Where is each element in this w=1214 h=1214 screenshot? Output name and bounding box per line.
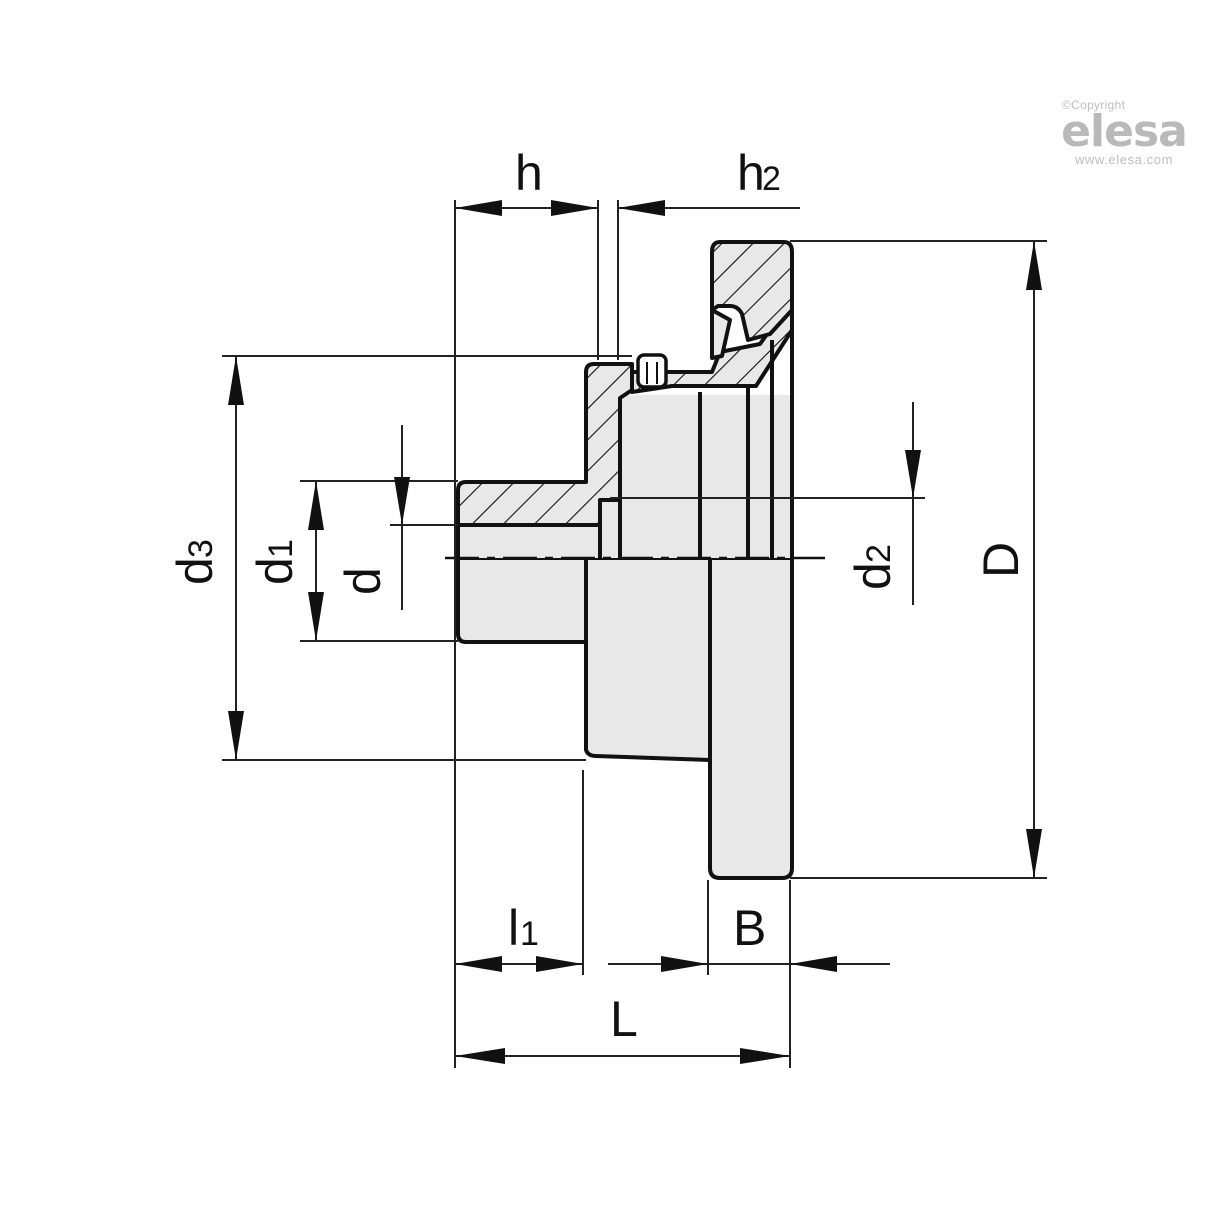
set-screw <box>636 353 668 389</box>
label-D: D <box>973 542 1029 578</box>
svg-text:d: d <box>247 557 303 585</box>
arrowheads <box>228 200 1042 1064</box>
svg-text:l: l <box>508 900 519 956</box>
svg-text:h: h <box>737 145 765 201</box>
dimension-labels: h h 2 d 3 d 1 d d 2 D l 1 B L <box>167 145 1029 1047</box>
flange-rim-section <box>710 240 794 342</box>
part-body <box>456 240 794 880</box>
label-d2: d 2 <box>845 544 901 590</box>
copyright-text: ©Copyright <box>1062 98 1126 112</box>
svg-text:d: d <box>845 562 901 590</box>
svg-text:2: 2 <box>762 160 781 198</box>
label-h2: h 2 <box>737 145 781 201</box>
label-d1: d 1 <box>247 539 303 585</box>
elesa-logo: elesa <box>1061 106 1188 157</box>
label-d: d <box>335 567 391 595</box>
website-url: www.elesa.com <box>1074 152 1174 167</box>
svg-text:d: d <box>167 557 223 585</box>
flange-lower <box>708 556 794 880</box>
label-B: B <box>733 900 766 956</box>
svg-text:3: 3 <box>182 539 220 558</box>
svg-text:1: 1 <box>262 539 300 558</box>
svg-text:2: 2 <box>860 544 898 563</box>
label-L: L <box>610 991 638 1047</box>
label-d3: d 3 <box>167 539 223 585</box>
interior-upper <box>598 395 792 558</box>
elesa-watermark: ©Copyright elesa www.elesa.com <box>1044 98 1204 167</box>
bore-upper <box>458 525 598 558</box>
flange-web <box>710 308 732 360</box>
label-l1: l 1 <box>508 900 539 956</box>
hub-lower <box>456 556 588 644</box>
body-lower <box>584 556 712 762</box>
hub-section <box>456 362 634 527</box>
label-h: h <box>515 145 543 201</box>
svg-text:1: 1 <box>520 915 539 953</box>
